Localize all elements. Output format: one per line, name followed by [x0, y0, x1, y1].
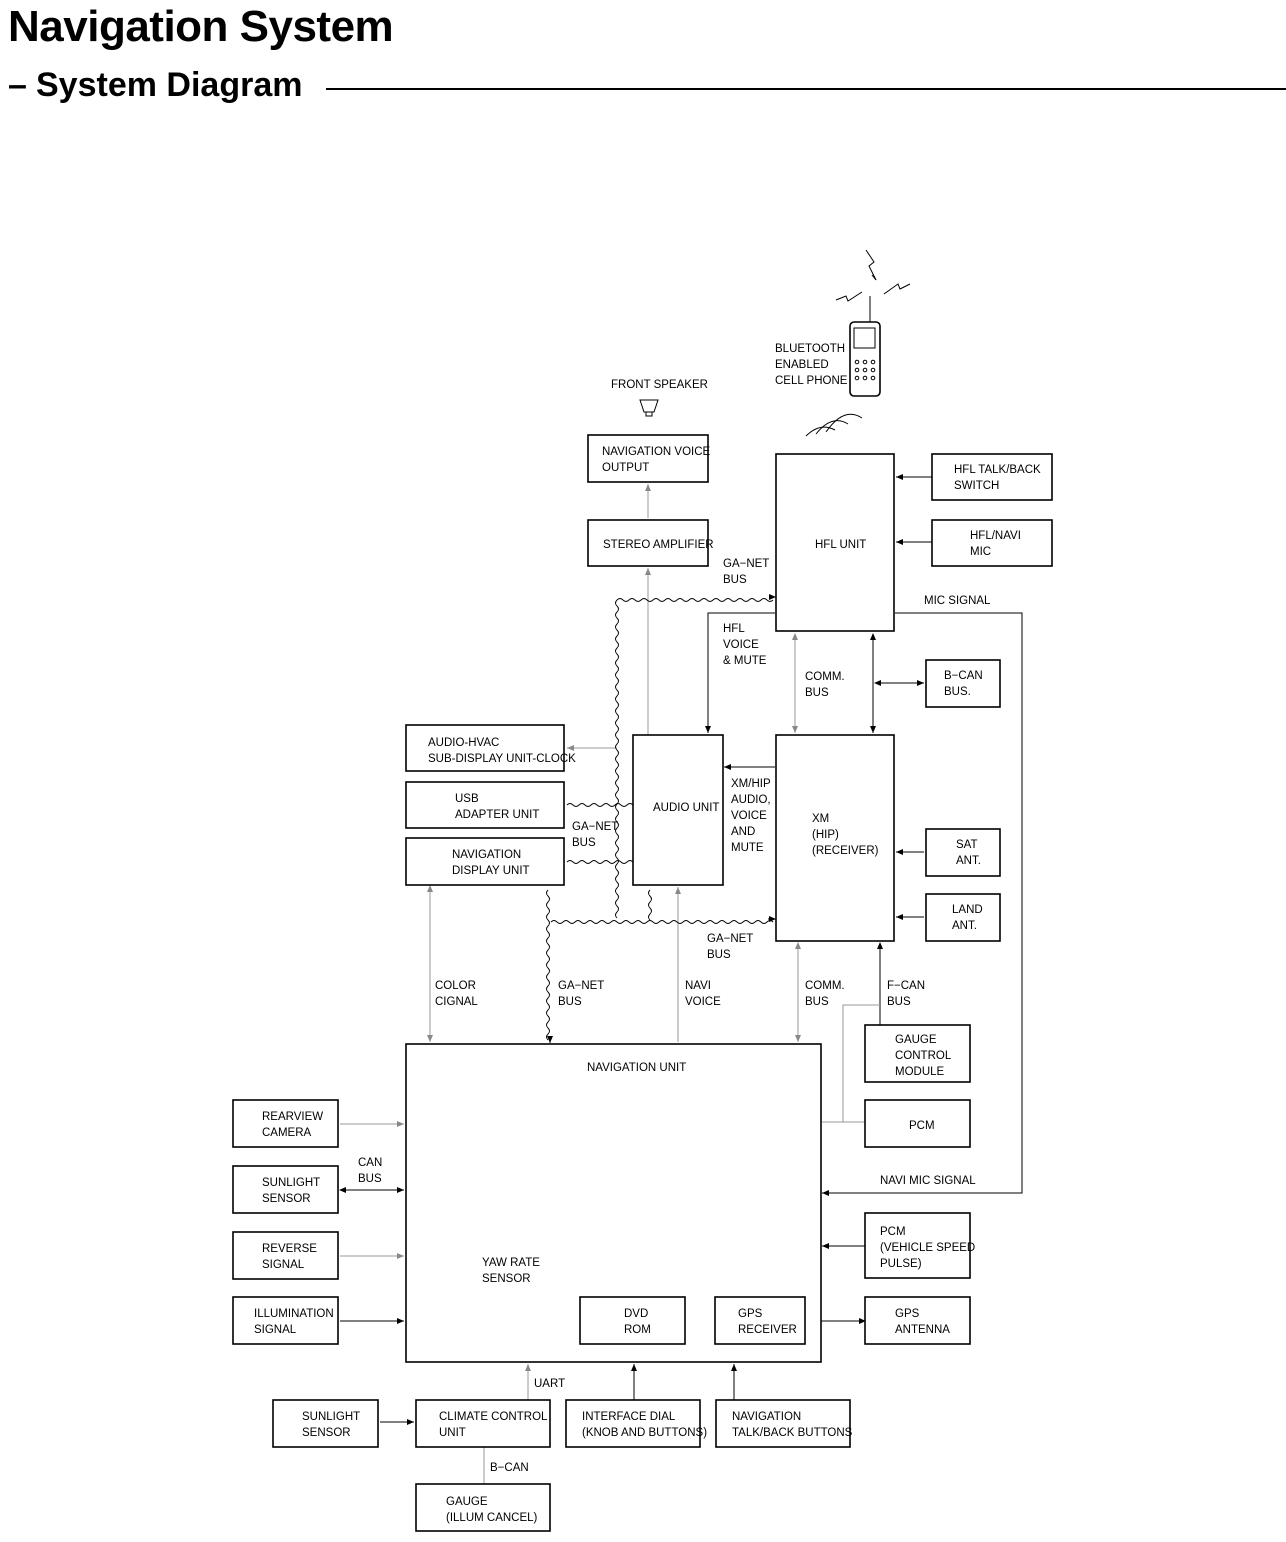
subtitle-dash: – [8, 66, 27, 104]
b-can-bottom-label: B−CAN [490, 1462, 529, 1474]
cell-phone-icon [835, 249, 911, 397]
gauge-illum-box: GAUGE(ILLUM CANCEL) [446, 1496, 538, 1524]
section-title: System Diagram [36, 66, 303, 104]
pcm-box: PCM [909, 1120, 935, 1132]
page-title: Navigation System [8, 2, 394, 51]
hfl-unit-box: HFL UNIT [815, 539, 866, 551]
stereo-amplifier-box: STEREO AMPLIFIER [603, 539, 714, 551]
xm-receiver-box: XM(HIP)(RECEIVER) [812, 813, 879, 857]
navigation-unit-box: NAVIGATION UNIT [587, 1062, 686, 1074]
comm-bus-upper-label: COMM.BUS [805, 671, 845, 699]
uart-label: UART [534, 1378, 565, 1390]
speaker-icon [639, 399, 659, 417]
section-rule [326, 88, 1286, 90]
section-header: – System Diagram [8, 66, 1286, 106]
comm-bus-lower-label: COMM.BUS [805, 980, 845, 1008]
mic-signal-label: MIC SIGNAL [924, 595, 991, 607]
navi-mic-signal-label: NAVI MIC SIGNAL [880, 1175, 976, 1187]
audio-unit-box: AUDIO UNIT [653, 802, 719, 814]
boxes [232, 434, 1053, 1532]
bluetooth-waves-icon [805, 413, 863, 437]
front-speaker-label: FRONT SPEAKER [611, 379, 708, 391]
interface-dial-box: INTERFACE DIAL(KNOB AND BUTTONS) [582, 1411, 707, 1439]
